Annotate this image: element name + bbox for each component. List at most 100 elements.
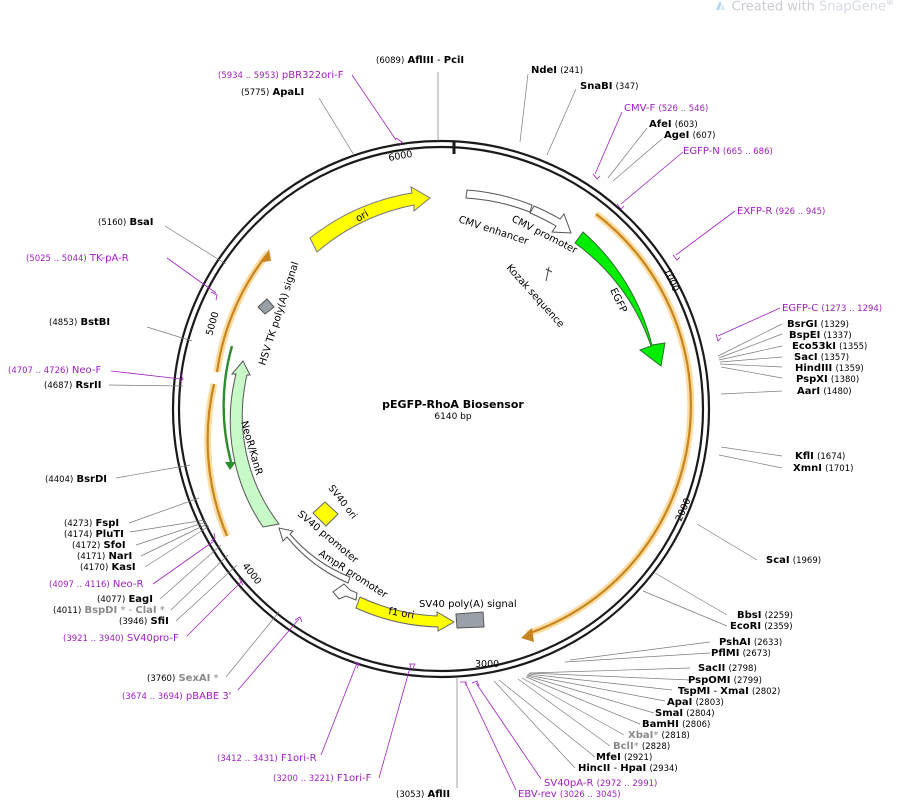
site-name: AfeI: [649, 119, 672, 130]
primer-label: (3200 .. 3221) F1ori-F: [273, 773, 372, 784]
site-pos: (1359): [835, 364, 863, 374]
site-label: NdeI (241): [531, 65, 583, 76]
site-pos: (3946): [119, 617, 147, 627]
watermark: Created with SnapGene®: [714, 0, 894, 14]
kozak-marker: [545, 266, 553, 282]
site-name: AflII: [427, 789, 450, 800]
site-name: BsrDI: [76, 474, 107, 485]
site-pos: (3760): [147, 674, 175, 684]
backbone-outer-ring: [171, 139, 711, 679]
site-name: KflI: [795, 451, 814, 462]
site-label: XmnI (1701): [793, 463, 853, 474]
primer-name: SV40pA-R: [544, 778, 593, 789]
hsv-tk-label: HSV TK poly(A) signal: [257, 261, 301, 367]
primer-range: (1273 .. 1294): [821, 304, 882, 314]
site-name: PspXI: [796, 374, 828, 385]
site-pos: (4687): [44, 381, 72, 391]
site-label: (5160) BsaI: [98, 217, 154, 228]
site-label: TspMI - XmaI (2802): [678, 686, 780, 697]
site-name: ApaI: [667, 697, 692, 708]
primer-name: F1ori-R: [281, 753, 317, 764]
site-pos: (1357): [821, 353, 849, 363]
site-pos: (347): [616, 82, 639, 92]
site-name: NdeI: [531, 65, 557, 76]
site-pos: (1355): [839, 342, 867, 352]
site-label: AfeI (603): [649, 119, 698, 130]
site-pos: (4174): [64, 530, 92, 540]
site-label: (3053) AflII: [396, 789, 450, 800]
site-pos: (241): [560, 66, 583, 76]
watermark-brand: SnapGene: [818, 0, 886, 15]
site-pos: (603): [675, 120, 698, 130]
site-label: AgeI (607): [664, 130, 715, 141]
neor-kanr-feature: [229, 360, 280, 528]
site-pos: (3053): [396, 790, 424, 800]
site-label: EcoRI (2359): [730, 621, 793, 632]
primer-label: (5934 .. 5953) pBR322ori-F: [218, 70, 344, 81]
site-pos: (2934): [649, 764, 677, 774]
site-name: PflMI: [711, 648, 739, 659]
primer-name: TK-pA-R: [89, 253, 129, 264]
site-mark: *: [120, 605, 125, 616]
primer-range: (3200 .. 3221): [273, 774, 334, 784]
site-pos: (2259): [765, 611, 793, 621]
site-pos: (2673): [743, 649, 771, 659]
site-name: AflIII: [407, 55, 433, 66]
site-name: XbaI: [628, 730, 653, 741]
primer-name: EGFP-C: [782, 303, 818, 314]
site-name: BspDI: [84, 605, 117, 616]
site-name: SfiI: [150, 616, 168, 627]
f1-ori-feature: [355, 596, 456, 632]
site-label: HincII - HpaI (2934): [578, 763, 678, 774]
site-label: XbaI* (2818): [628, 730, 690, 741]
highlight-arcs: [204, 211, 695, 642]
site-pos: (1480): [823, 387, 851, 397]
plasmid-name: pEGFP-RhoA Biosensor: [382, 398, 524, 411]
cmv-promoter-feature: [529, 205, 572, 234]
tick-label: 2000: [674, 497, 694, 524]
primer-range: (3026 .. 3045): [560, 790, 621, 800]
site-pos: (1337): [823, 331, 851, 341]
site-pos: (2818): [662, 731, 690, 741]
left-arc: [206, 383, 229, 537]
site-name: HindIII: [795, 363, 832, 374]
primer-name: Neo-R: [113, 579, 144, 590]
primer-name: F1ori-F: [337, 773, 372, 784]
green-inner-arrowhead: [225, 462, 236, 470]
backbone-inner-ring: [177, 145, 705, 673]
primer-labels: (5934 .. 5953) pBR322ori-F (5025 .. 5044…: [8, 70, 882, 800]
site-name: NarI: [108, 551, 132, 562]
site-name: SmaI: [655, 708, 683, 719]
site-name: BstBI: [80, 317, 110, 328]
site-label: (4687) RsrII: [44, 380, 101, 391]
site-mark: *: [653, 730, 658, 741]
site-label: SacI (1357): [794, 352, 849, 363]
sv40-polya-label: SV40 poly(A) signal: [419, 599, 517, 610]
primer-range: (5025 .. 5044): [26, 254, 87, 264]
green-inner-arc: [222, 345, 234, 463]
primer-name: Neo-F: [72, 365, 102, 376]
primer-name: CMV-F: [624, 103, 655, 114]
egfp-fusion-arrowhead: [521, 628, 534, 642]
site-label: SnaBI (347): [580, 81, 638, 92]
primer-name: SV40pro-F: [127, 633, 179, 644]
site-name: Eco53kI: [792, 341, 836, 352]
site-name: HincII: [578, 763, 610, 774]
primer-name: pBABE 3': [186, 691, 232, 702]
site-pos: (5775): [241, 88, 269, 98]
site-label: SacII (2798): [698, 663, 757, 674]
site-label: PshAI (2633): [719, 637, 782, 648]
site-name: PluTI: [95, 529, 123, 540]
site-name: SacII: [698, 663, 725, 674]
ampr-promoter-feature: [332, 583, 358, 601]
primer-label: EXFP-R (926 .. 945): [737, 206, 825, 217]
kozak-label: Kozak sequence: [504, 263, 566, 330]
site-leaders: [108, 72, 783, 788]
site-pos: (2798): [729, 664, 757, 674]
site-name-2: ClaI: [135, 605, 156, 616]
site-pos: (4273): [64, 519, 92, 529]
site-name: ApaLI: [272, 87, 304, 98]
site-label: KflI (1674): [795, 451, 845, 462]
primer-label: SV40pA-R (2972 .. 2991): [544, 778, 657, 789]
site-pos: (4171): [77, 552, 105, 562]
